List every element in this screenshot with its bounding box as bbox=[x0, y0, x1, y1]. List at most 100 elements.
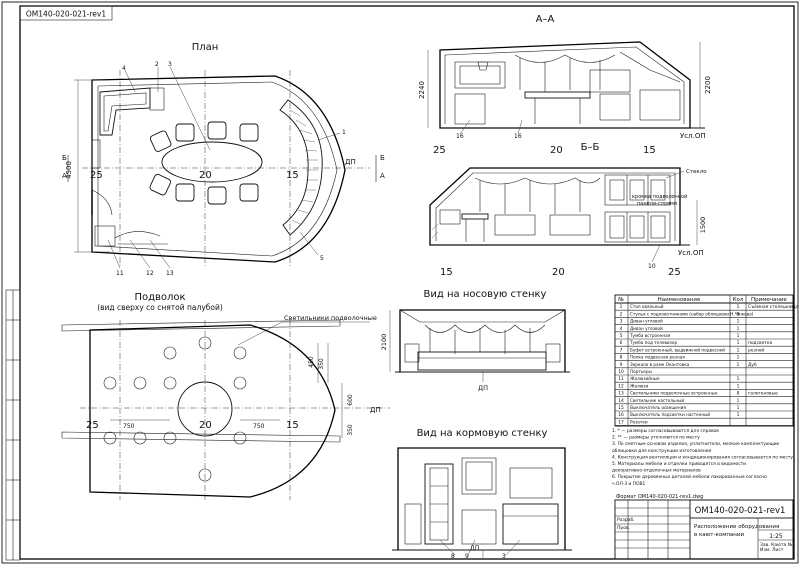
spec-header-name: Наименование bbox=[658, 297, 701, 303]
plan-callout-1: 1 bbox=[342, 129, 346, 136]
plan-hull-outline bbox=[91, 75, 346, 263]
aa-dim-2200: 2200 bbox=[704, 76, 712, 94]
ceiling-spotlights bbox=[103, 336, 247, 482]
spec-cell: Тумба встроенная bbox=[629, 333, 671, 338]
spec-cell: 1 bbox=[737, 319, 740, 325]
aa-chair bbox=[599, 93, 631, 121]
aa-cabinet bbox=[454, 93, 486, 125]
ceiling-frame-20: 20 bbox=[199, 420, 212, 431]
ceiling-beam-top bbox=[61, 319, 341, 332]
aa-callout-16b: 16 bbox=[514, 133, 522, 140]
spec-cell: 16 bbox=[618, 412, 624, 418]
ceiling-dim-600: 600 bbox=[347, 394, 354, 406]
ceiling-outline bbox=[89, 324, 336, 498]
spec-cell: 17 bbox=[618, 419, 624, 425]
spec-cell: Жалюзи bbox=[630, 383, 649, 388]
spec-cell: 1 bbox=[737, 347, 740, 353]
general-notes: 1. * — размеры согласовываются для справ… bbox=[612, 428, 793, 487]
plan-section-a-mark-right: А bbox=[380, 172, 385, 180]
spec-cell: 9 bbox=[620, 362, 623, 368]
spec-cell: галогеновые bbox=[748, 392, 778, 397]
plan-corner-sofa bbox=[99, 87, 151, 136]
spec-cell: Диван угловой bbox=[630, 319, 663, 324]
spec-cell: Розетки bbox=[630, 419, 648, 424]
spec-cell: 4 bbox=[620, 326, 623, 332]
plan-curved-sofa bbox=[279, 99, 323, 236]
plan-frame-15: 15 bbox=[286, 170, 299, 181]
bow-drapes bbox=[424, 324, 546, 333]
spec-cell: Светильник настольный bbox=[630, 398, 684, 403]
spec-cell: 5 bbox=[620, 333, 623, 339]
ceiling-dim-750a: 750 bbox=[123, 423, 135, 430]
spec-cell: Зеркало в раме Окантовка bbox=[630, 362, 690, 367]
ceiling-dim-750b: 750 bbox=[253, 423, 265, 430]
plan-frame-20: 20 bbox=[199, 170, 212, 181]
aa-table bbox=[524, 91, 591, 99]
note-line: 3. По сметным основам изделия, уплотните… bbox=[612, 441, 780, 447]
top-stamp-box bbox=[19, 5, 113, 21]
bow-side-cabinet-right bbox=[545, 343, 561, 363]
plan-title: План bbox=[192, 42, 219, 53]
ceiling-title: Подволок bbox=[134, 292, 185, 303]
plan-oval-table bbox=[161, 141, 263, 183]
bow-sofa bbox=[417, 351, 547, 371]
spec-cell: 1 bbox=[737, 326, 740, 332]
spec-cell: 1 bbox=[737, 398, 740, 404]
ceiling-dim-350b: 350 bbox=[347, 424, 354, 436]
title-name-line2: в кают-компании bbox=[694, 532, 744, 538]
stern-wall-view: Вид на кормовую стенку ДП 8 9 3 bbox=[392, 428, 572, 560]
title-org-1: Зав. Каюта №1 bbox=[760, 542, 795, 548]
bb-wall-hatch bbox=[431, 223, 439, 239]
bb-frame-20: 20 bbox=[552, 267, 565, 278]
spec-cell: подсветка bbox=[748, 341, 773, 346]
stern-glass-cabinet bbox=[424, 463, 454, 545]
title-org-3: Разраб. bbox=[617, 517, 635, 523]
stern-mirror bbox=[461, 457, 497, 495]
spec-cell: 10 bbox=[618, 369, 624, 375]
stern-title: Вид на кормовую стенку bbox=[417, 428, 548, 439]
spec-cell: 8 bbox=[737, 311, 740, 317]
bow-title: Вид на носовую стенку bbox=[424, 289, 547, 300]
plan-section-b-mark: Б bbox=[62, 154, 67, 162]
plan-callout-leaders bbox=[107, 66, 341, 269]
aa-dim-2240: 2240 bbox=[418, 81, 426, 99]
spec-cell: 6 bbox=[620, 340, 623, 346]
aa-ref-line: Усл.ОП bbox=[680, 132, 706, 140]
spec-cell: 1 bbox=[737, 362, 740, 368]
spec-header-no: № bbox=[618, 297, 624, 303]
bow-side-cabinet-left bbox=[404, 343, 420, 363]
spec-cell: 13 bbox=[618, 391, 624, 397]
stern-callout-3: 3 bbox=[502, 553, 506, 560]
stern-sofa bbox=[502, 503, 559, 545]
top-stamp-code: OM140-020-021-rev1 bbox=[26, 10, 106, 19]
bow-dim-2100: 2100 bbox=[380, 334, 388, 351]
plan-callout-13: 13 bbox=[166, 270, 174, 277]
spec-cell: резной bbox=[748, 346, 764, 353]
plan-callout-5: 5 bbox=[320, 255, 324, 262]
bb-drapes bbox=[474, 177, 601, 185]
bb-note-panel-1: кромка подволочной bbox=[632, 193, 687, 200]
spec-cell: 8 bbox=[737, 391, 740, 397]
bb-note-panel-2: панели-слоями bbox=[637, 201, 677, 207]
note-line: декоративно-отделочных материалов bbox=[612, 469, 701, 474]
plan-section-b-mark-right: Б bbox=[380, 154, 385, 162]
spec-cell: 1 bbox=[737, 355, 740, 361]
note-line: облицовки для конструкции изготовления bbox=[612, 447, 712, 454]
note-line: 5. Материалы мебели и отделки приводятся… bbox=[612, 460, 746, 467]
bb-upper-cabinet bbox=[604, 174, 671, 206]
ceiling-dp: ДП bbox=[370, 406, 381, 414]
title-scale: 1:25 bbox=[769, 533, 783, 540]
plan-cabinet bbox=[94, 225, 116, 247]
bow-wall-view: Вид на носовую стенку 2100 ДП bbox=[380, 289, 570, 392]
spec-cell: 8 bbox=[620, 355, 623, 361]
spec-cell: Полка подвесная резная bbox=[630, 355, 685, 360]
plan-door-swing bbox=[91, 189, 113, 216]
stern-callout-9: 9 bbox=[465, 553, 469, 560]
spec-cell: Портьеры bbox=[630, 369, 652, 374]
spec-cell: Дуб bbox=[748, 361, 757, 368]
